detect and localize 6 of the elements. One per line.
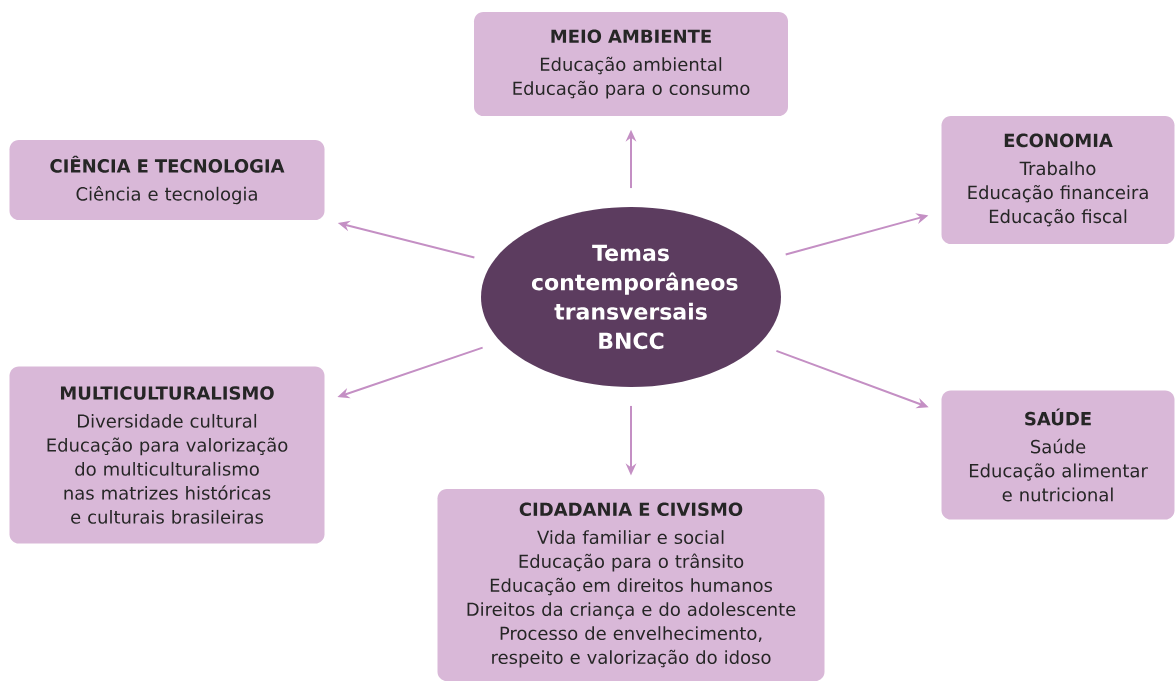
topic-box: SAÚDE Saúde Educação alimentar e nutricional [941,390,1175,520]
topic-box: MULTICULTURALISMO Diversidade cultural Educação para valorização do multiculturalismo nas matrizes históricas e culturais brasileiras [9,366,325,544]
topic-box: CIDADANIA E CIVISMO Vida familiar e social Educação para o trânsito Educação em direitos humanos Direitos da criança e do adolescente Processo de envelhecimento, respeito e valorização do idoso [437,489,825,681]
topic-box: MEIO AMBIENTE Educação ambiental Educação para o consumo [474,12,788,116]
topic-box: ECONOMIA Trabalho Educação financeira Educação fiscal [941,116,1175,244]
topic-box: CIÊNCIA E TECNOLOGIA Ciência e tecnologia [9,140,325,220]
